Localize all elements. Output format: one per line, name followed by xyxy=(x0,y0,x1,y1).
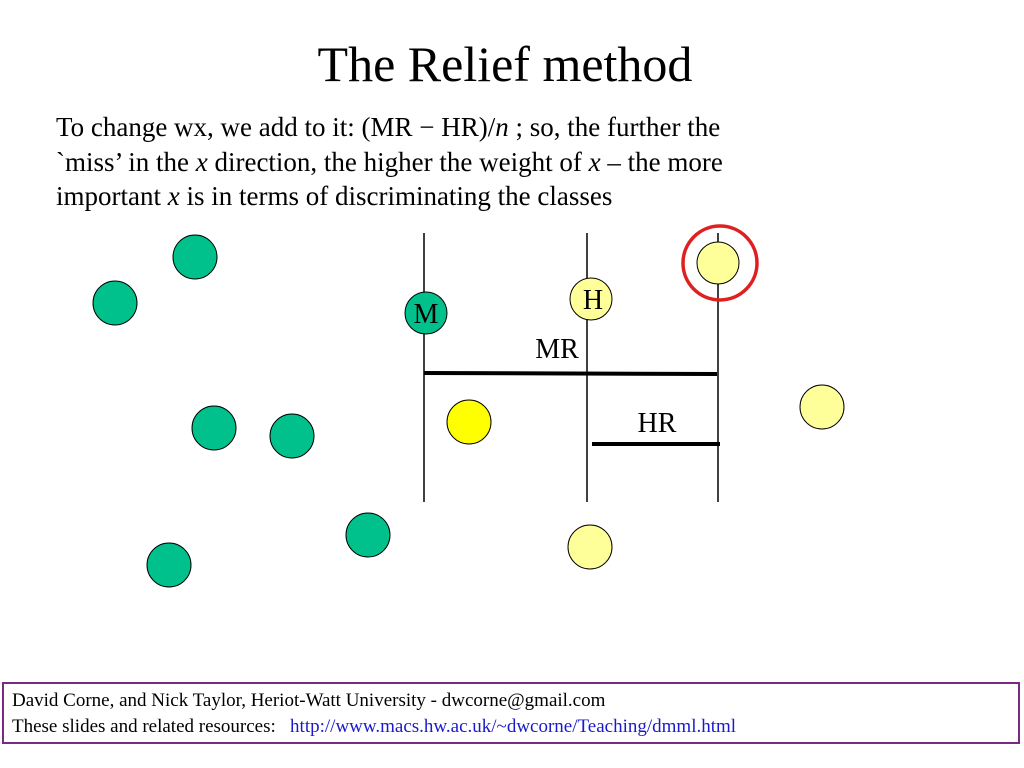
green-class-points xyxy=(92,234,448,588)
footer-resources-line: These slides and related resources: http… xyxy=(12,716,737,737)
relief-diagram: M H MR HR xyxy=(92,224,845,588)
slide-body-text: To change wx, we add to it: (MR − HR)/n … xyxy=(56,110,956,214)
mr-label: MR xyxy=(535,334,579,365)
yellow-point xyxy=(799,384,845,430)
resources-link[interactable]: http://www.macs.hw.ac.uk/~dwcorne/Teachi… xyxy=(290,716,737,737)
footer-credits: David Corne, and Nick Taylor, Heriot-Wat… xyxy=(2,682,1020,744)
mr-distance-bar xyxy=(423,371,718,376)
target-instance-point xyxy=(696,241,740,285)
hr-label: HR xyxy=(638,408,677,439)
hit-label: H xyxy=(583,285,603,316)
green-point xyxy=(345,512,391,558)
green-point xyxy=(92,280,138,326)
green-point xyxy=(172,234,218,280)
green-point xyxy=(191,405,237,451)
yellow-point xyxy=(446,399,492,445)
green-point xyxy=(269,413,315,459)
body-line-1: To change wx, we add to it: (MR − HR)/n … xyxy=(56,112,721,142)
slide-title: The Relief method xyxy=(317,36,693,92)
green-point xyxy=(146,542,192,588)
body-line-2: `miss’ in the x direction, the higher th… xyxy=(56,146,723,177)
highlight-ring xyxy=(681,224,759,302)
yellow-class-points xyxy=(446,241,845,570)
yellow-point xyxy=(567,524,613,570)
footer-author-line: David Corne, and Nick Taylor, Heriot-Wat… xyxy=(12,690,606,711)
nearest-miss-point xyxy=(404,291,448,335)
nearest-hit-point xyxy=(569,277,613,321)
body-line-3: important x is in terms of discriminatin… xyxy=(56,181,613,211)
miss-label: M xyxy=(414,299,439,330)
